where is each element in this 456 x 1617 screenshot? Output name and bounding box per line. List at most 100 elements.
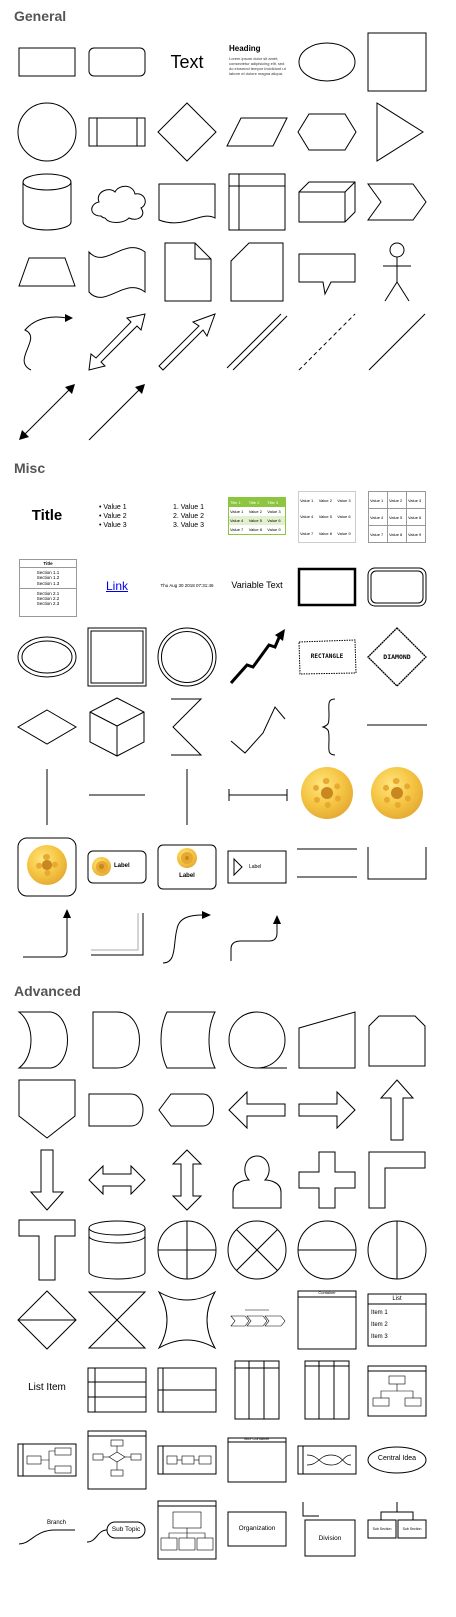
shape-manual-input[interactable] [295,1008,359,1072]
shape-rectangle[interactable] [15,30,79,94]
shape-title[interactable]: Title [15,485,79,549]
shape-zigzag-vertical[interactable] [155,695,219,759]
shape-sketch-arrow[interactable] [225,625,289,689]
shape-double-corner[interactable] [85,905,149,969]
shape-square[interactable] [365,30,429,94]
shape-container[interactable]: Container [295,1288,359,1352]
shape-note[interactable] [155,240,219,304]
shape-collate[interactable] [85,1288,149,1352]
shape-box-container[interactable]: Box Container [225,1428,289,1492]
shape-up-arrow[interactable] [365,1078,429,1142]
shape-summing-junction-x[interactable] [225,1218,289,1282]
shape-document[interactable] [155,170,219,234]
shape-double-square[interactable] [85,625,149,689]
shape-elbow-connector[interactable] [15,905,79,969]
shape-delay[interactable] [85,1008,149,1072]
shape-thick-rectangle[interactable] [295,555,359,619]
shape-numbered-list[interactable]: 1. Value 1 2. Value 2 3. Value 3 [155,485,219,549]
shape-sketch-diamond[interactable]: DIAMOND [365,625,429,689]
shape-circle-vertical-split[interactable] [365,1218,429,1282]
gear-icon[interactable] [365,765,429,829]
shape-double-arrow[interactable] [85,310,149,374]
section-title-advanced[interactable]: Advanced [14,983,81,999]
shape-tape[interactable] [85,240,149,304]
shape-flat-diamond[interactable] [15,695,79,759]
shape-double-line[interactable] [225,310,289,374]
shape-org-chart[interactable] [155,1498,219,1562]
shape-corner[interactable] [365,1148,429,1212]
shape-list[interactable]: List Item 1 Item 2 Item 3 [365,1288,429,1352]
shape-vertical-pool-2[interactable] [295,1358,359,1422]
section-title-general[interactable]: General [14,8,67,24]
shape-data-storage[interactable] [155,1008,219,1072]
shape-hexagon[interactable] [295,100,359,164]
shape-display[interactable] [155,1078,219,1142]
shape-summing-junction-plus[interactable] [155,1218,219,1282]
shape-bidirectional-connector[interactable] [15,380,79,444]
shape-flowchart-container[interactable] [85,1428,149,1492]
shape-open-box[interactable] [365,835,429,899]
shape-double-ellipse[interactable] [15,625,79,689]
shape-horizontal-line[interactable] [365,695,429,759]
shape-up-down-arrow[interactable] [155,1148,219,1212]
shape-horizontal-tree[interactable] [15,1428,79,1492]
shape-link[interactable]: Link [85,555,149,619]
shape-dashed-line[interactable] [295,310,359,374]
shape-branch[interactable]: Branch [15,1498,79,1562]
shape-ellipse[interactable] [295,30,359,94]
shape-sort[interactable] [15,1288,79,1352]
shape-horizontal-divider[interactable] [85,765,149,829]
shape-stored-data[interactable] [15,1008,79,1072]
shape-step[interactable] [365,170,429,234]
shape-division[interactable]: Division [295,1498,359,1562]
shape-sub-topic[interactable]: Sub Topic [85,1498,149,1562]
shape-double-circle[interactable] [155,625,219,689]
shape-circle-horizontal-split[interactable] [295,1218,359,1282]
shape-internal-storage[interactable] [225,170,289,234]
shape-org-container[interactable] [365,1358,429,1422]
shape-section-list[interactable]: Title Section 1.1 Section 1.2 Section 1.… [15,555,79,619]
shape-parallelogram[interactable] [225,100,289,164]
shape-terminator[interactable] [85,1078,149,1142]
shape-dimension-line[interactable] [225,765,289,829]
shape-horizontal-pool[interactable] [85,1358,149,1422]
link-text[interactable]: Link [105,579,128,593]
shape-process-flow[interactable] [225,1288,289,1352]
shape-sketch-rectangle[interactable]: RECTANGLE [295,625,359,689]
shape-single-arrow[interactable] [155,310,219,374]
shape-cylinder[interactable] [15,170,79,234]
shape-rounded-rectangle[interactable] [85,30,149,94]
shape-horizontal-pool-2[interactable] [155,1358,219,1422]
shape-cube[interactable] [295,170,359,234]
shape-curved-arrow[interactable] [15,310,79,374]
shape-cloud[interactable] [85,170,149,234]
shape-timestamp[interactable]: Thu Aug 30 2018 07:31:46 [155,555,219,619]
shape-right-arrow[interactable] [295,1078,359,1142]
shape-variable-text[interactable]: Variable Text [225,555,289,619]
shape-image-top-label-box[interactable]: Label [155,835,219,899]
shape-vertical-divider[interactable] [155,765,219,829]
shape-horizontal-flow[interactable] [155,1428,219,1492]
shape-central-idea[interactable]: Central Idea [365,1428,429,1492]
shape-actor[interactable] [365,240,429,304]
shape-directional-connector[interactable] [85,380,149,444]
section-title-misc[interactable]: Misc [14,460,46,476]
shape-image-rounded-box[interactable] [15,835,79,899]
shape-sequential-access[interactable] [225,1008,289,1072]
shape-cross[interactable] [295,1148,359,1212]
shape-text[interactable]: Text [155,30,219,94]
shape-s-connector[interactable] [225,905,289,969]
shape-double-rounded-rectangle[interactable] [365,555,429,619]
shape-triangle[interactable] [365,100,429,164]
shape-line[interactable] [365,310,429,374]
shape-loop-limit[interactable] [365,1008,429,1072]
shape-callout[interactable] [295,240,359,304]
shape-tee[interactable] [15,1218,79,1282]
shape-left-arrow[interactable] [225,1078,289,1142]
shape-isometric-cube[interactable] [85,695,149,759]
shape-top-bottom-lines[interactable] [295,835,359,899]
shape-sub-sections[interactable]: Sub Section Sub Section [365,1498,429,1562]
